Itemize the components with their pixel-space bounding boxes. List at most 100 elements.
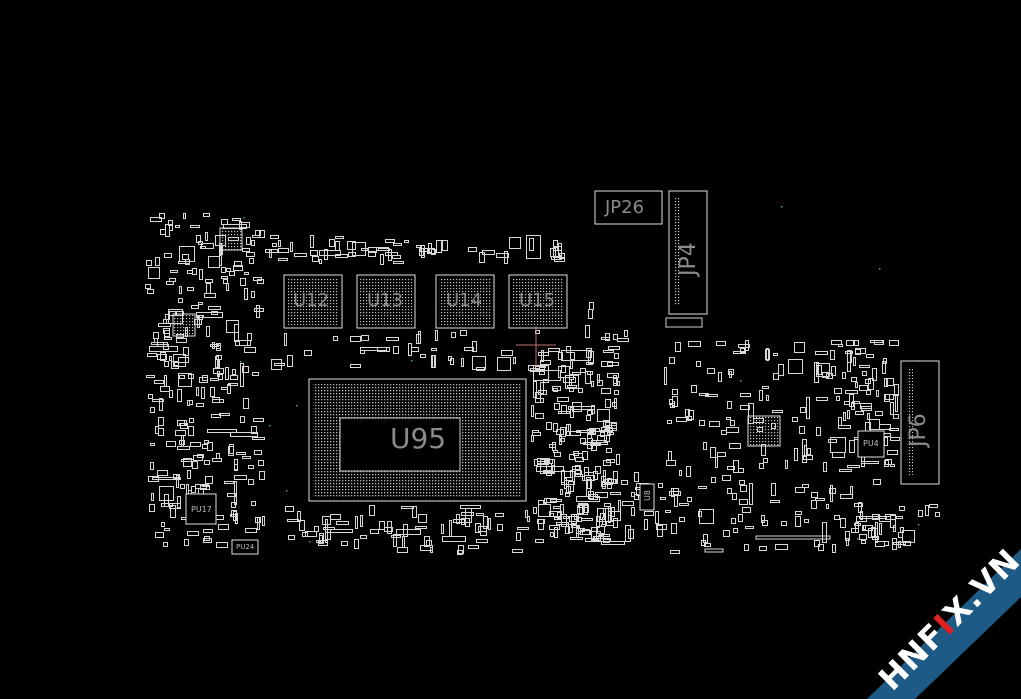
smd-component[interactable] <box>591 405 595 414</box>
smd-component[interactable] <box>838 344 843 347</box>
smd-component[interactable] <box>203 529 213 533</box>
smd-component[interactable] <box>597 374 600 383</box>
smd-component[interactable] <box>815 498 825 501</box>
chip-top-left[interactable] <box>219 227 243 251</box>
smd-component[interactable] <box>890 464 895 467</box>
smd-component[interactable] <box>698 511 702 517</box>
smd-component[interactable] <box>169 356 172 361</box>
smd-component[interactable] <box>591 381 594 387</box>
smd-component[interactable] <box>867 413 870 420</box>
smd-component[interactable] <box>807 448 811 455</box>
smd-component[interactable] <box>570 352 575 360</box>
smd-component[interactable] <box>171 361 179 369</box>
smd-component[interactable] <box>495 513 504 517</box>
smd-component[interactable] <box>884 460 889 467</box>
smd-component[interactable] <box>873 479 881 485</box>
smd-component[interactable] <box>176 338 187 343</box>
smd-component[interactable] <box>188 374 194 379</box>
smd-component[interactable] <box>766 348 769 361</box>
smd-component[interactable] <box>552 386 561 391</box>
smd-component[interactable] <box>726 427 739 433</box>
smd-component[interactable] <box>742 507 751 513</box>
smd-component[interactable] <box>460 330 467 336</box>
smd-component[interactable] <box>148 394 153 399</box>
smd-component[interactable] <box>773 373 779 380</box>
smd-component[interactable] <box>588 309 593 319</box>
smd-component[interactable] <box>859 385 868 391</box>
smd-component[interactable] <box>822 372 829 378</box>
smd-component[interactable] <box>740 485 747 492</box>
smd-component[interactable] <box>851 528 859 533</box>
smd-component[interactable] <box>686 466 691 477</box>
chip-pu24[interactable] <box>231 539 259 555</box>
smd-component[interactable] <box>368 251 376 257</box>
smd-component[interactable] <box>201 387 205 399</box>
smd-component[interactable] <box>190 442 201 447</box>
smd-component[interactable] <box>572 372 581 375</box>
smd-component[interactable] <box>759 463 764 469</box>
smd-component[interactable] <box>553 506 561 509</box>
smd-component[interactable] <box>707 368 715 374</box>
smd-component[interactable] <box>330 514 341 520</box>
chip-u8[interactable] <box>639 483 655 511</box>
smd-component[interactable] <box>187 270 193 274</box>
chip-u13[interactable] <box>356 274 416 329</box>
smd-component[interactable] <box>180 484 185 489</box>
smd-component[interactable] <box>177 496 181 508</box>
smd-component[interactable] <box>716 341 726 346</box>
smd-component[interactable] <box>325 519 328 543</box>
smd-component[interactable] <box>591 440 597 451</box>
smd-component[interactable] <box>160 352 166 361</box>
smd-component[interactable] <box>319 533 324 544</box>
smd-component[interactable] <box>608 346 620 350</box>
smd-component[interactable] <box>230 432 258 437</box>
smd-component[interactable] <box>386 337 399 341</box>
smd-component[interactable] <box>229 271 235 276</box>
smd-component[interactable] <box>178 357 189 363</box>
smd-component[interactable] <box>480 531 487 536</box>
smd-component[interactable] <box>593 471 598 480</box>
smd-component[interactable] <box>625 525 631 542</box>
smd-component[interactable] <box>601 541 625 545</box>
smd-component[interactable] <box>199 269 203 280</box>
smd-component[interactable] <box>561 365 566 373</box>
smd-component[interactable] <box>179 440 185 445</box>
smd-component[interactable] <box>535 413 544 419</box>
smd-component[interactable] <box>685 409 690 417</box>
smd-component[interactable] <box>859 365 870 368</box>
smd-component[interactable] <box>402 536 405 548</box>
smd-component[interactable] <box>284 333 287 346</box>
smd-component[interactable] <box>388 249 392 261</box>
smd-component[interactable] <box>855 382 858 388</box>
smd-component[interactable] <box>587 479 592 489</box>
smd-component[interactable] <box>323 527 335 530</box>
smd-component[interactable] <box>206 283 211 294</box>
smd-component[interactable] <box>740 348 745 353</box>
smd-component[interactable] <box>889 428 899 431</box>
smd-component[interactable] <box>613 518 618 528</box>
smd-component[interactable] <box>411 347 419 352</box>
smd-component[interactable] <box>401 506 414 509</box>
smd-component[interactable] <box>839 469 852 472</box>
smd-component[interactable] <box>740 405 750 410</box>
smd-component[interactable] <box>464 347 474 351</box>
smd-component[interactable] <box>605 422 617 426</box>
smd-component[interactable] <box>244 347 256 353</box>
smd-component[interactable] <box>274 363 285 366</box>
smd-component[interactable] <box>251 501 256 506</box>
smd-component[interactable] <box>157 470 168 476</box>
smd-component[interactable] <box>844 401 850 405</box>
smd-component[interactable] <box>817 365 822 375</box>
smd-component[interactable] <box>879 424 891 430</box>
smd-component[interactable] <box>442 536 466 542</box>
smd-component[interactable] <box>379 521 385 530</box>
smd-component[interactable] <box>174 362 179 366</box>
smd-component[interactable] <box>900 527 904 533</box>
smd-component[interactable] <box>179 286 182 294</box>
smd-component[interactable] <box>792 417 798 422</box>
smd-component[interactable] <box>192 268 197 275</box>
smd-component[interactable] <box>532 432 541 436</box>
smd-component[interactable] <box>164 337 172 340</box>
smd-component[interactable] <box>603 460 611 466</box>
smd-component[interactable] <box>845 390 858 394</box>
